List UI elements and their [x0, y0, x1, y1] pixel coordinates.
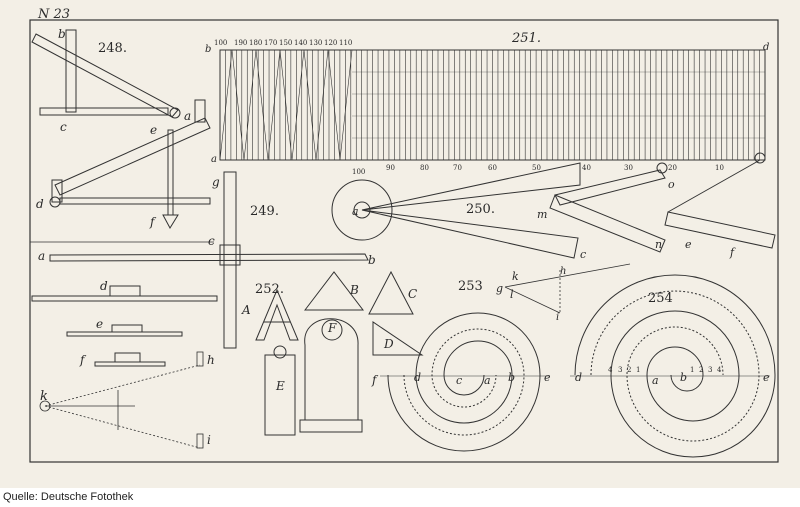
- label-249-g: g: [212, 175, 220, 189]
- scale-label: 100: [352, 168, 365, 176]
- scale-label: 40: [582, 164, 591, 172]
- label-250-n: n: [655, 238, 662, 251]
- label-sp1-d: d: [414, 371, 421, 384]
- figure-number-253: 253: [458, 279, 483, 294]
- label-248-d: d: [36, 197, 44, 211]
- label-249-b: b: [368, 253, 376, 267]
- label-251-b: b: [205, 44, 211, 55]
- label-249-a: a: [38, 249, 45, 263]
- scale-label: 50: [532, 164, 541, 172]
- label-sp2: 2: [627, 366, 631, 374]
- top-scale-label: 140: [294, 39, 307, 47]
- spiral-left: [380, 312, 550, 452]
- label-sight-i: i: [207, 433, 211, 447]
- figure-number-249: 249.: [250, 204, 279, 219]
- label-250-m: m: [537, 208, 547, 221]
- figure-number-248: 248.: [98, 41, 127, 56]
- spiral2-labels: d 4 3 2 1 a b 1 2 3 4 e: [575, 366, 770, 387]
- figure-number-251: 251.: [511, 31, 541, 46]
- plate-number: N 23: [37, 7, 70, 22]
- label-sp2: 3: [618, 366, 622, 374]
- label-253-k: k: [512, 270, 519, 283]
- label-251-a: a: [211, 154, 217, 165]
- label-250-a: a: [352, 205, 359, 218]
- top-scale-label: 180: [249, 39, 262, 47]
- label-sp1-f: f: [371, 373, 379, 387]
- label-sp2: a: [652, 374, 659, 387]
- top-scale-labels: 100 190 180 170 150 140 130 120 110: [214, 39, 352, 47]
- top-scale-label: 120: [324, 39, 337, 47]
- engraving-plate: N 23 251. b a d 100 190 180 170 150 140 …: [0, 0, 800, 488]
- label-level-d: d: [100, 279, 108, 293]
- figure-number-250: 250.: [466, 202, 495, 217]
- protractor-scale-labels: 100 90 80 70 60 50 40 30 20 10: [352, 164, 724, 176]
- label-250-c: c: [580, 248, 586, 261]
- figure-252-levels: [255, 270, 424, 436]
- figure-254-spiral: [570, 274, 776, 458]
- label-sp2: b: [680, 371, 687, 384]
- label-sp2: 1: [636, 366, 640, 374]
- label-sp2: d: [575, 371, 582, 384]
- top-scale-label: 110: [339, 39, 352, 47]
- scale-label: 30: [624, 164, 633, 172]
- top-scale-label: 130: [309, 39, 322, 47]
- label-level-f: f: [79, 353, 87, 367]
- label-sp1-b: b: [508, 371, 515, 384]
- label-252-F: F: [327, 321, 337, 335]
- label-250-f: f: [729, 246, 736, 259]
- level-instruments: [31, 285, 218, 367]
- label-252-B: B: [349, 283, 359, 297]
- figure-number-254: 254: [648, 291, 673, 306]
- figure-number-252: 252.: [255, 282, 284, 297]
- label-sight-k: k: [40, 389, 48, 404]
- plate-border: [29, 19, 779, 463]
- label-sp2: 4: [608, 366, 613, 374]
- top-scale-label: 170: [264, 39, 277, 47]
- label-252-A: A: [241, 303, 251, 317]
- label-253-l: l: [510, 288, 514, 301]
- label-253-h: h: [560, 266, 566, 277]
- label-level-e: e: [96, 317, 103, 331]
- label-248-a: a: [184, 109, 191, 123]
- label-250-o: o: [668, 178, 675, 191]
- figure-249-cross-staff: [49, 171, 369, 349]
- scale-label: 20: [668, 164, 677, 172]
- label-sp2: e: [763, 371, 770, 384]
- label-sp2: 4: [717, 366, 722, 374]
- figure-251-grid: [219, 49, 766, 161]
- figure-250-protractor: [331, 152, 776, 259]
- top-scale-label: 190: [234, 39, 247, 47]
- label-248-f: f: [149, 215, 157, 229]
- label-250-e: e: [685, 238, 692, 251]
- scale-label: 60: [488, 164, 497, 172]
- label-sp2: 2: [699, 366, 703, 374]
- source-credit: Quelle: Deutsche Fotothek: [3, 491, 134, 503]
- label-251-d: d: [763, 42, 769, 53]
- scale-label: 90: [386, 164, 395, 172]
- label-248-e: e: [150, 123, 157, 137]
- label-sp1-a: a: [484, 374, 491, 387]
- label-sp2: 1: [690, 366, 694, 374]
- label-252-E: E: [275, 379, 285, 393]
- label-252-C: C: [408, 287, 417, 301]
- top-scale-label: 100: [214, 39, 227, 47]
- sighting-diagram: [39, 351, 204, 449]
- figure-253: [504, 263, 631, 314]
- label-sp1-c: c: [456, 374, 462, 387]
- label-253-i: i: [556, 312, 559, 323]
- label-248-c: c: [60, 120, 67, 134]
- scale-label: 70: [453, 164, 462, 172]
- label-sight-h: h: [207, 353, 215, 367]
- label-248-b: b: [58, 27, 66, 41]
- scale-label: 10: [715, 164, 724, 172]
- label-249-c: c: [208, 234, 215, 248]
- label-sp1-e: e: [544, 371, 551, 384]
- label-253-g: g: [496, 282, 503, 295]
- figure-248: [31, 29, 211, 230]
- label-sp2: 3: [708, 366, 712, 374]
- scale-label: 80: [420, 164, 429, 172]
- top-scale-label: 150: [279, 39, 292, 47]
- label-252-D: D: [383, 337, 394, 351]
